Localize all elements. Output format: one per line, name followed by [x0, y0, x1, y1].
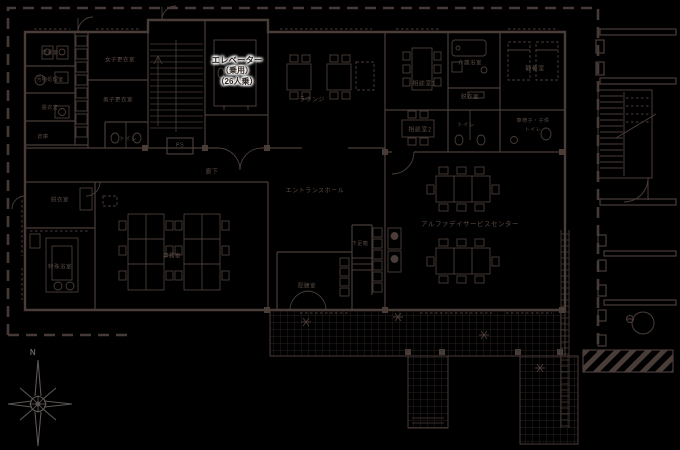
room-label-toilet-nw: トイレ: [118, 136, 138, 143]
stairs-main: [150, 40, 203, 132]
room-label-laundry: 洗濯室: [41, 50, 59, 56]
room-label-toilet-ne: トイレ: [456, 122, 476, 129]
window-hatching: [21, 28, 556, 314]
door-swings: [11, 5, 415, 311]
site-boundary: [6, 6, 600, 352]
room-label-ps: PS: [175, 142, 185, 149]
room-label-corridor: 廊下: [205, 169, 219, 176]
room-label-undress-ne: 脱衣室: [460, 94, 480, 101]
room-label-storage: 倉庫: [37, 134, 49, 140]
room-label-wheelchair-toilet-line1: 車椅子・子供: [516, 118, 550, 124]
room-label-undress-sw: 脱衣室: [50, 197, 70, 204]
dayroom-furniture: [387, 166, 500, 284]
utility-fixtures: [34, 35, 88, 138]
room-label-office: 事務室: [162, 253, 182, 260]
lounge-furniture: [286, 54, 375, 100]
bath-rest-fixtures: [110, 39, 559, 148]
compass-north-label: N: [29, 348, 37, 358]
room-label-special-bath: 特殊浴室: [47, 264, 73, 271]
consult-furniture: [401, 47, 442, 146]
room-label-wheelchair-toilet-line2: トイレ: [524, 127, 542, 133]
room-label-day-service: アルファデイサービスセンター: [421, 221, 519, 229]
room-label-lounge: ラウンジ: [298, 97, 326, 104]
elevator-callout-line2: （乗用）: [221, 66, 253, 76]
hatched-marker: [582, 349, 674, 373]
room-label-rest-room: 静養室: [525, 66, 545, 73]
room-label-women-locker: 女子更衣室: [104, 57, 136, 64]
compass-rose: [7, 359, 73, 447]
elevator-callout[interactable]: エレベーター （乗用） （26人乗）: [203, 55, 271, 88]
room-label-consult1: 相談室1: [412, 81, 436, 88]
room-label-care-bath: 介護浴室: [457, 60, 483, 67]
site-east-structures: [595, 28, 677, 347]
room-label-men-locker: 男子更衣室: [102, 97, 134, 104]
elevator-callout-line1: エレベーター: [211, 55, 263, 65]
elevator-callout-line3: （26人乗）: [216, 77, 258, 87]
room-label-undress-nw: 脱衣室: [41, 105, 59, 111]
elevator-shaft: [213, 39, 257, 110]
exterior-stair: [597, 89, 657, 203]
room-label-shoe-box: 下足箱: [351, 241, 369, 247]
exterior-walls: [23, 18, 567, 312]
tree-icon: [626, 311, 655, 335]
room-label-entrance-hall: エントランスホール: [285, 188, 345, 195]
room-label-pantry: 配膳室: [297, 283, 317, 290]
terrace: [269, 309, 579, 445]
room-label-waste-room: 汚物処理室: [36, 77, 64, 83]
entry-fixtures: [339, 227, 383, 297]
planting-icons: [301, 312, 545, 373]
room-label-consult2: 相談室2: [408, 127, 432, 134]
east-fence: [560, 230, 570, 428]
sw-fixtures: [29, 187, 230, 293]
interior-walls: [25, 20, 565, 310]
